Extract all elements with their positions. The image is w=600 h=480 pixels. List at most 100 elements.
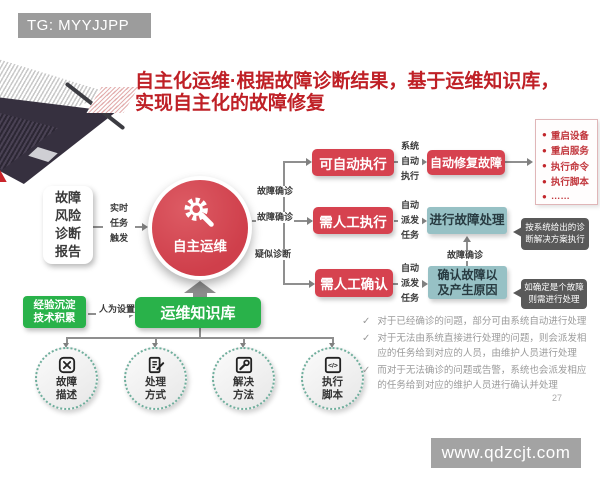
confirm-label: 故障确诊: [446, 250, 485, 261]
via-label: 派发: [398, 278, 422, 288]
kb-circle-solution: 解决方法: [212, 347, 275, 410]
code-script-icon: </>: [324, 356, 341, 373]
via-label: 任务: [398, 230, 422, 240]
wrench-icon: [235, 356, 252, 373]
auto-exec-box: 可自动执行: [312, 149, 394, 176]
report-line: 风险: [54, 208, 81, 224]
via-label: 自动: [398, 156, 422, 166]
manual-confirm-box: 需人工确认: [315, 269, 393, 297]
trigger-label: 任务: [103, 218, 135, 228]
action-list-box: ●重启设备 ●重启服务 ●执行命令 ●执行脚本 ●……: [535, 119, 598, 205]
page-title: 自主化运维·根据故障诊断结果，基于运维知识库， 实现自主化的故障修复: [135, 71, 587, 116]
bullet-icon: ●: [542, 161, 547, 171]
experience-line: 经验沉淀: [33, 298, 76, 311]
action-item: ●执行命令: [542, 161, 589, 173]
arrowhead-down: [63, 343, 69, 348]
check-icon: ✓: [362, 364, 371, 376]
kb-circle-exec-script: </> 执行脚本: [301, 347, 364, 410]
arrowhead: [307, 217, 313, 225]
arrowhead-down: [240, 343, 246, 348]
block-up-arrow: [184, 281, 216, 293]
bullet-icon: ●: [542, 192, 547, 202]
kb-tree-drop: [66, 337, 68, 344]
report-line: 报告: [54, 243, 81, 259]
page-number: 27: [552, 393, 563, 403]
via-label: 自动: [398, 263, 422, 273]
kb-tree-rail: [66, 337, 333, 339]
via-label: 系统: [398, 141, 422, 151]
confirm-cause-box: 确认故障以 及产生原因: [428, 266, 507, 299]
row3-via-labels: 自动 派发 任务: [398, 263, 422, 308]
top-watermark-bar: TG: MYYJJPP: [18, 13, 151, 38]
fault-handling-label: 进行故障处理: [429, 212, 505, 227]
via-label: 任务: [398, 293, 422, 303]
block-up-arrow-stem: [193, 292, 207, 299]
kb-circle-fault-description: 故障描述: [35, 347, 98, 410]
trigger-labels: 实时 任务 触发: [103, 203, 135, 248]
fault-risk-report-box: 故障 风险 诊断 报告: [43, 186, 93, 264]
arrowhead: [422, 280, 428, 288]
connector-to-action-list: [505, 161, 530, 163]
action-item: ●执行脚本: [542, 176, 589, 189]
arrowhead: [527, 158, 533, 166]
branch-label-row1: 故障确诊: [256, 186, 295, 197]
note-item: ✓ 对于无法由系统直接进行处理的问题，则会派发相应的任务给到对应的人员，由维护人…: [362, 331, 595, 362]
note-item: ✓ 而对于无法确诊的问题或告警，系统也会派发相应的任务给到对应的维护人员进行确认…: [362, 363, 595, 394]
experience-line: 技术积累: [33, 312, 76, 324]
note-bubble-row2: 按系统给出的诊 断解决方案执行: [513, 218, 589, 250]
fault-handling-box: 进行故障处理: [427, 207, 507, 234]
bullet-icon: ●: [542, 145, 547, 155]
manual-set-label: 人为设置: [96, 304, 138, 315]
kb-tree-drop: [332, 337, 334, 344]
arrowhead-down: [152, 343, 158, 348]
auto-exec-label: 可自动执行: [319, 156, 387, 172]
row1-via-labels: 系统 自动 执行: [398, 141, 422, 186]
manual-exec-box: 需人工执行: [313, 207, 393, 234]
knowledge-base-box: 运维知识库: [135, 297, 261, 328]
arrowhead: [142, 223, 148, 231]
core-circle-label: 自主运维: [173, 239, 227, 254]
kb-circle-handling-method: 处理方式: [124, 347, 187, 410]
arrowhead: [421, 158, 427, 166]
bubble-tail: [513, 227, 522, 237]
report-line: 故障: [54, 190, 81, 206]
branch-line-bottom: [283, 283, 313, 285]
bullet-icon: ●: [542, 176, 547, 186]
check-icon: ✓: [362, 332, 371, 344]
arrowhead: [306, 158, 312, 166]
bottom-watermark-bar: www.qdzcjt.com: [431, 438, 581, 468]
note-bubble-row3: 如确定是个故障 则需进行处理: [513, 279, 587, 309]
svg-text:</>: </>: [328, 362, 338, 369]
kb-tree-stem: [199, 328, 201, 338]
manual-exec-label: 需人工执行: [319, 214, 387, 230]
manual-confirm-label: 需人工确认: [320, 277, 388, 292]
branch-label-row3: 疑似诊断: [254, 249, 293, 260]
row2-via-labels: 自动 派发 任务: [398, 200, 422, 245]
knowledge-base-label: 运维知识库: [160, 305, 236, 322]
action-item: ●重启设备: [542, 130, 589, 142]
auto-repair-label: 自动修复故障: [429, 156, 502, 170]
kb-tree-drop: [155, 337, 157, 344]
auto-repair-box: 自动修复故障: [427, 150, 505, 175]
via-label: 派发: [398, 215, 422, 225]
trigger-label: 实时: [103, 203, 135, 213]
page-title-line1: 自主化运维·根据故障诊断结果，基于运维知识库，: [135, 71, 560, 92]
arrowhead: [309, 280, 315, 288]
notes-list: ✓ 对于已经确诊的问题，部分可由系统自动进行处理 ✓ 对于无法由系统直接进行处理…: [362, 314, 595, 395]
via-label: 执行: [398, 171, 422, 181]
gear-wrench-icon: [184, 197, 214, 227]
arrowhead: [421, 217, 427, 225]
via-label: 自动: [398, 200, 422, 210]
toolbox-icon: [58, 356, 75, 373]
arrowhead-up: [463, 236, 471, 242]
page-title-line2: 实现自主化的故障修复: [135, 93, 326, 115]
trigger-label: 触发: [103, 233, 135, 243]
arrowhead-down: [329, 343, 335, 348]
document-pencil-icon: [148, 356, 164, 373]
autonomous-ops-circle: 自主运维: [152, 180, 248, 276]
note-item: ✓ 对于已经确诊的问题，部分可由系统自动进行处理: [362, 314, 595, 330]
bullet-icon: ●: [542, 130, 547, 140]
action-item: ●……: [542, 191, 570, 203]
report-line: 诊断: [54, 226, 81, 241]
